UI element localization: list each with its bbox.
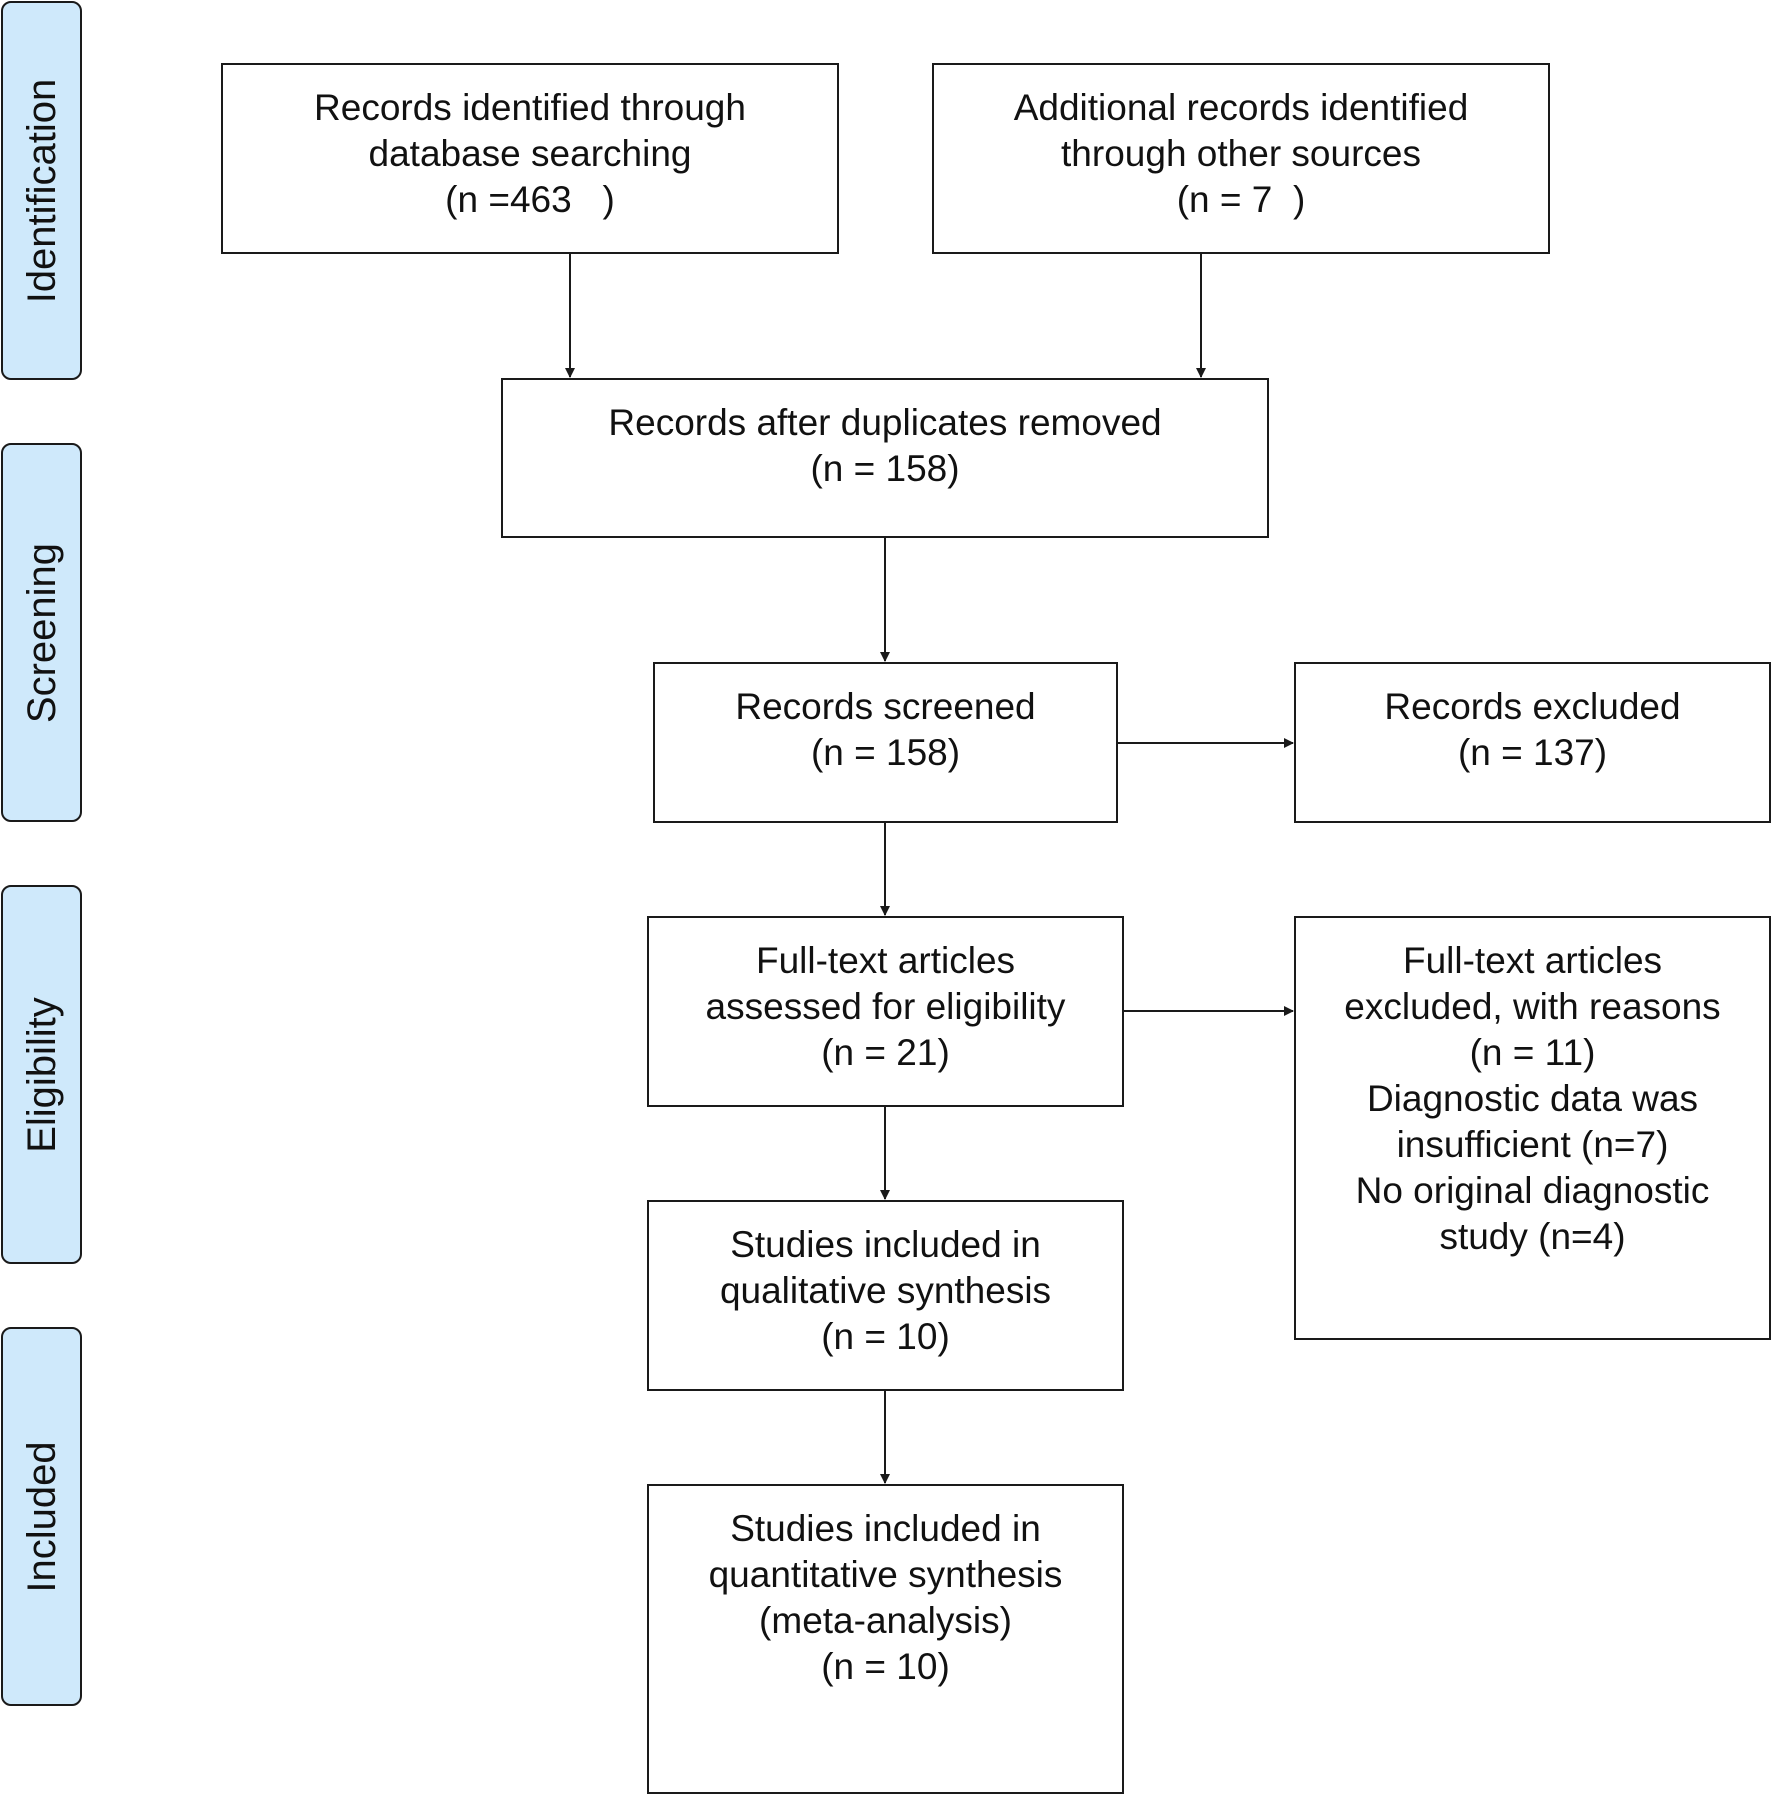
box-line: through other sources	[1061, 133, 1421, 174]
box-other-sources: Additional records identified through ot…	[932, 63, 1550, 254]
box-line: study (n=4)	[1439, 1216, 1626, 1257]
box-line: (n = 21)	[821, 1032, 950, 1073]
box-fulltext-assessed: Full-text articles assessed for eligibil…	[647, 916, 1124, 1107]
box-line: assessed for eligibility	[705, 986, 1066, 1027]
box-line: insufficient (n=7)	[1396, 1124, 1669, 1165]
stage-tab-identification: Identification	[1, 1, 82, 380]
box-fulltext-excluded: Full-text articles excluded, with reason…	[1294, 916, 1771, 1340]
box-line: Studies included in	[730, 1508, 1041, 1549]
box-line: Records after duplicates removed	[608, 402, 1162, 443]
box-line: Diagnostic data was	[1366, 1078, 1699, 1119]
box-line: (n = 137)	[1457, 732, 1608, 773]
box-line: (meta-analysis)	[759, 1600, 1012, 1641]
box-line: (n = 158)	[810, 732, 961, 773]
box-qualitative-synthesis: Studies included in qualitative synthesi…	[647, 1200, 1124, 1391]
box-line: Records excluded	[1384, 686, 1681, 727]
box-quantitative-synthesis: Studies included in quantitative synthes…	[647, 1484, 1124, 1794]
box-line: Records screened	[735, 686, 1036, 727]
box-line: (n = 7 )	[1176, 179, 1306, 220]
box-database-searching: Records identified through database sear…	[221, 63, 839, 254]
box-line: No original diagnostic	[1355, 1170, 1710, 1211]
box-records-excluded: Records excluded (n = 137)	[1294, 662, 1771, 823]
box-line: excluded, with reasons	[1344, 986, 1721, 1027]
box-line: Full-text articles	[755, 940, 1016, 981]
box-line: (n = 10)	[821, 1316, 950, 1357]
box-line: (n = 158)	[810, 448, 960, 489]
box-line: Studies included in	[730, 1224, 1041, 1265]
stage-tab-included: Included	[1, 1327, 82, 1706]
box-line: qualitative synthesis	[719, 1270, 1052, 1311]
box-line: Records identified through	[314, 87, 746, 128]
box-line: Additional records identified	[1013, 87, 1469, 128]
box-records-screened: Records screened (n = 158)	[653, 662, 1118, 823]
box-line: quantitative synthesis	[708, 1554, 1063, 1595]
box-line: database searching	[368, 133, 692, 174]
box-line: Full-text articles	[1402, 940, 1663, 981]
box-line: (n = 11)	[1469, 1032, 1596, 1073]
box-after-duplicates: Records after duplicates removed (n = 15…	[501, 378, 1269, 538]
box-line: (n = 10)	[821, 1646, 950, 1687]
box-line: (n =463 )	[445, 179, 615, 220]
stage-tab-screening: Screening	[1, 443, 82, 822]
stage-tab-eligibility: Eligibility	[1, 885, 82, 1264]
